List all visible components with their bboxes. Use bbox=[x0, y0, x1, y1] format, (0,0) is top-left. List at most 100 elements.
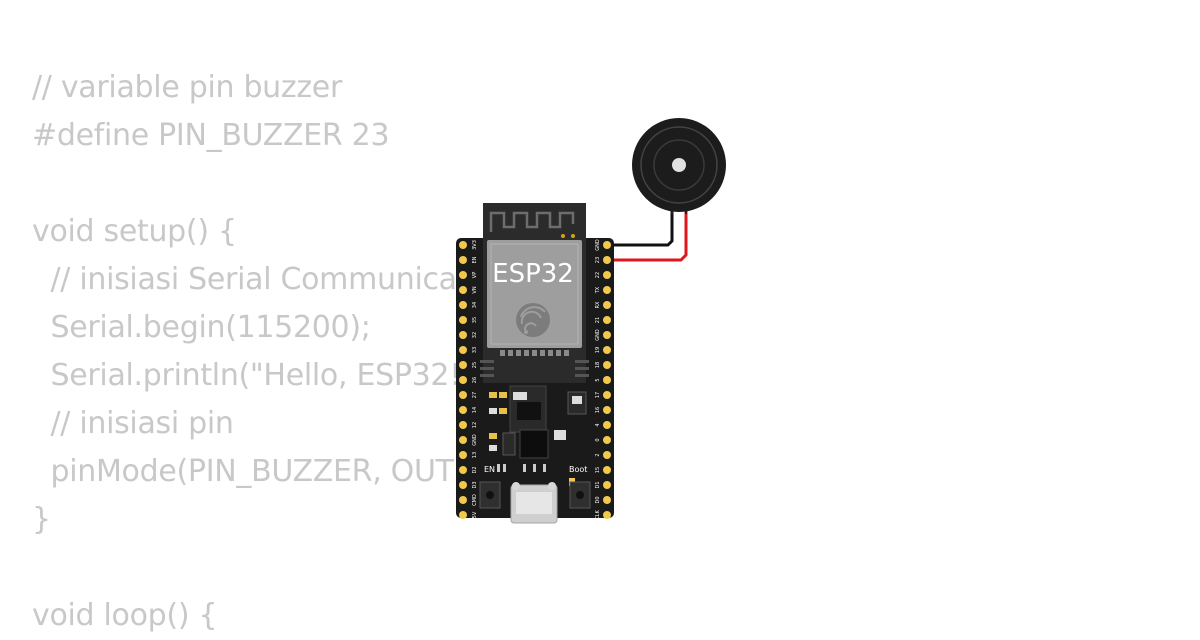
left-pin-26[interactable] bbox=[459, 376, 467, 384]
left-pin-label: 32 bbox=[472, 332, 478, 338]
left-pin-label: VN bbox=[472, 286, 478, 293]
right-pin-label: 19 bbox=[595, 347, 601, 353]
left-pin-label: 34 bbox=[472, 302, 478, 308]
right-pin-gnd[interactable] bbox=[603, 331, 611, 339]
right-pin-rx[interactable] bbox=[603, 301, 611, 309]
right-pin-16[interactable] bbox=[603, 406, 611, 414]
left-pin-12[interactable] bbox=[459, 421, 467, 429]
chip-label: ESP32 bbox=[492, 259, 574, 289]
right-pin-gnd[interactable] bbox=[603, 241, 611, 249]
code-line[interactable]: void setup() { bbox=[32, 214, 237, 249]
wires bbox=[607, 205, 688, 262]
right-pin-2[interactable] bbox=[603, 451, 611, 459]
buzzer[interactable] bbox=[632, 118, 726, 214]
left-pin-label: VP bbox=[472, 272, 478, 278]
right-pin-23[interactable] bbox=[603, 256, 611, 264]
right-pin-d1[interactable] bbox=[603, 481, 611, 489]
boot-button[interactable] bbox=[569, 481, 591, 509]
right-pin-label: GND bbox=[595, 329, 601, 341]
right-pin-label: 18 bbox=[595, 362, 601, 368]
right-pin-21[interactable] bbox=[603, 316, 611, 324]
left-pin-32[interactable] bbox=[459, 331, 467, 339]
wroom-module: ESP32 bbox=[483, 203, 586, 383]
right-pin-17[interactable] bbox=[603, 391, 611, 399]
left-pin-label: 26 bbox=[472, 377, 478, 383]
left-pin-label: CMD bbox=[472, 494, 478, 506]
en-button-label: EN bbox=[484, 465, 495, 474]
right-pin-label: RX bbox=[595, 301, 601, 308]
right-pin-15[interactable] bbox=[603, 466, 611, 474]
left-pin-33[interactable] bbox=[459, 346, 467, 354]
left-pin-35[interactable] bbox=[459, 316, 467, 324]
right-pin-label: 2 bbox=[595, 453, 601, 456]
left-pin-header: 3V3ENVPVN343532332526271412GND13D2D3CMD5… bbox=[459, 240, 478, 519]
left-pin-label: 27 bbox=[472, 392, 478, 398]
left-pin-gnd[interactable] bbox=[459, 436, 467, 444]
left-pin-d2[interactable] bbox=[459, 466, 467, 474]
left-pin-27[interactable] bbox=[459, 391, 467, 399]
right-pin-19[interactable] bbox=[603, 346, 611, 354]
right-pin-label: 23 bbox=[595, 257, 601, 263]
left-pin-cmd[interactable] bbox=[459, 496, 467, 504]
boot-button-label: Boot bbox=[569, 465, 587, 474]
right-pin-label: D0 bbox=[595, 496, 601, 503]
right-pin-5[interactable] bbox=[603, 376, 611, 384]
right-pin-label: GND bbox=[595, 239, 601, 251]
left-pin-vn[interactable] bbox=[459, 286, 467, 294]
buzzer-hole-icon bbox=[672, 158, 686, 172]
left-pin-vp[interactable] bbox=[459, 271, 467, 279]
left-pin-d3[interactable] bbox=[459, 481, 467, 489]
code-line[interactable]: // inisiasi pin bbox=[32, 406, 234, 441]
left-pin-label: 14 bbox=[472, 407, 478, 413]
left-pin-34[interactable] bbox=[459, 301, 467, 309]
right-pin-22[interactable] bbox=[603, 271, 611, 279]
left-pin-label: 3V3 bbox=[472, 240, 478, 250]
right-pin-tx[interactable] bbox=[603, 286, 611, 294]
right-pin-4[interactable] bbox=[603, 421, 611, 429]
left-pin-label: GND bbox=[472, 434, 478, 446]
left-pin-label: D3 bbox=[472, 481, 478, 488]
code-line[interactable]: } bbox=[32, 502, 51, 537]
left-pin-label: 35 bbox=[472, 317, 478, 323]
signal-wire[interactable] bbox=[607, 205, 688, 262]
code-line[interactable]: Serial.begin(115200); bbox=[32, 310, 371, 345]
espressif-logo-icon bbox=[516, 303, 550, 337]
right-pin-clk[interactable] bbox=[603, 511, 611, 519]
code-line[interactable]: #define PIN_BUZZER 23 bbox=[32, 118, 390, 153]
right-pin-label: 16 bbox=[595, 407, 601, 413]
left-pin-25[interactable] bbox=[459, 361, 467, 369]
right-pin-label: D1 bbox=[595, 481, 601, 488]
left-pin-label: 25 bbox=[472, 362, 478, 368]
left-pin-label: EN bbox=[472, 256, 478, 263]
right-pin-label: 22 bbox=[595, 272, 601, 278]
right-pin-18[interactable] bbox=[603, 361, 611, 369]
esp32-board[interactable]: ESP32 bbox=[456, 203, 614, 524]
right-pin-label: 0 bbox=[595, 438, 601, 441]
left-pin-label: 12 bbox=[472, 422, 478, 428]
left-pin-13[interactable] bbox=[459, 451, 467, 459]
right-pin-label: 4 bbox=[595, 423, 601, 426]
code-line[interactable]: void loop() { bbox=[32, 598, 218, 633]
right-pin-d0[interactable] bbox=[603, 496, 611, 504]
right-pin-label: TX bbox=[595, 286, 601, 294]
left-pin-label: 5V bbox=[472, 511, 478, 518]
right-pin-label: 17 bbox=[595, 392, 601, 398]
right-pin-label: 21 bbox=[595, 317, 601, 323]
left-pin-label: 33 bbox=[472, 347, 478, 353]
left-pin-label: D2 bbox=[472, 466, 478, 473]
left-pin-14[interactable] bbox=[459, 406, 467, 414]
gnd-wire[interactable] bbox=[607, 205, 674, 247]
left-pin-en[interactable] bbox=[459, 256, 467, 264]
left-pin-3v3[interactable] bbox=[459, 241, 467, 249]
smd-components bbox=[489, 385, 587, 486]
right-pin-label: CLK bbox=[595, 510, 601, 520]
right-pin-0[interactable] bbox=[603, 436, 611, 444]
right-pin-label: 5 bbox=[595, 378, 601, 381]
left-pin-5v[interactable] bbox=[459, 511, 467, 519]
usb-port[interactable] bbox=[510, 482, 558, 524]
right-pin-label: 15 bbox=[595, 467, 601, 473]
en-button[interactable] bbox=[479, 481, 501, 509]
code-line[interactable]: // variable pin buzzer bbox=[32, 70, 342, 105]
